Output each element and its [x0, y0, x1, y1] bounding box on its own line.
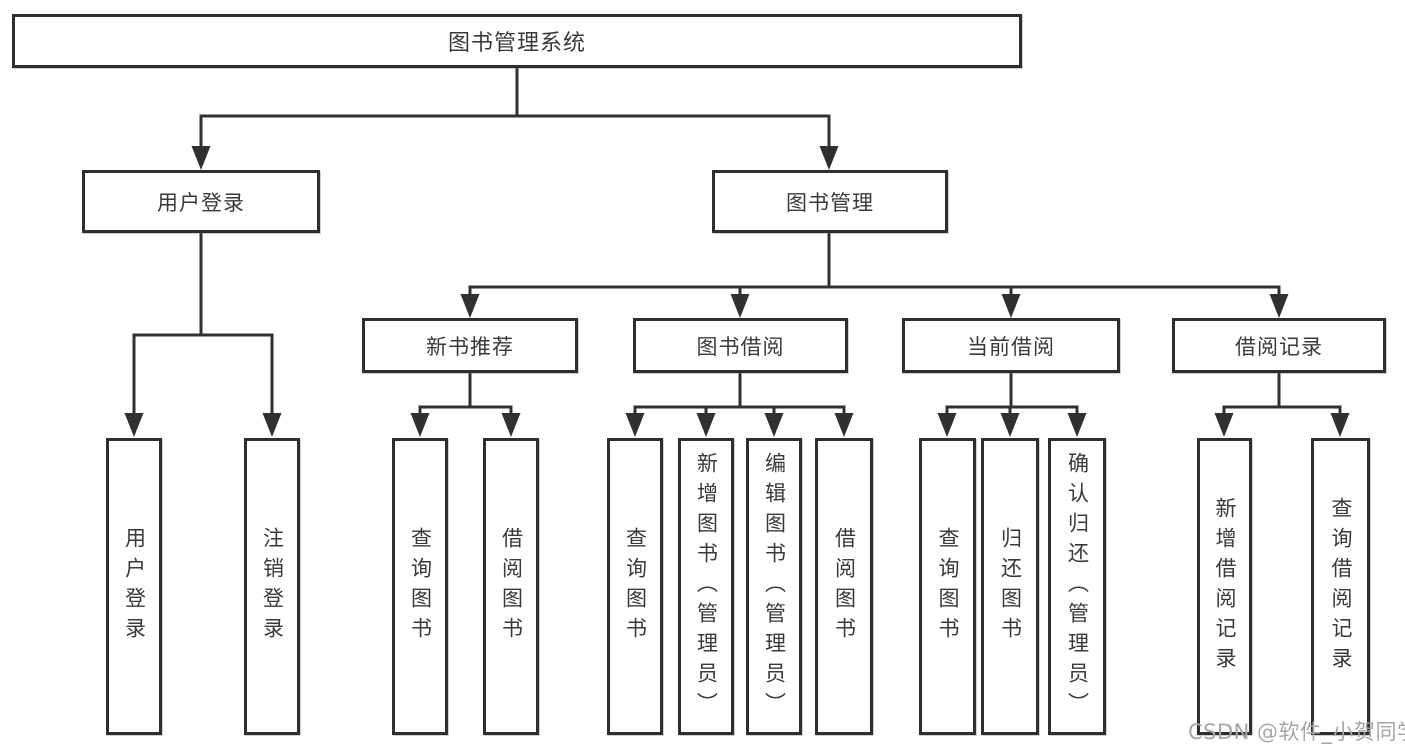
leaf-label: 借阅图书: [499, 526, 524, 647]
leaf-label: 借阅图书: [832, 526, 857, 647]
leaf-label: 新增借阅记录: [1213, 496, 1237, 677]
arrowhead-leaf-logout: [262, 413, 282, 437]
arrowhead-borrow-books-1: [501, 413, 521, 437]
connector-new-book-recommend-group: [418, 373, 513, 414]
node-user-login: 用户登录: [82, 170, 320, 233]
connector-user-login-group: [132, 233, 274, 414]
node-new-book-recommend: 新书推荐: [362, 318, 578, 373]
connector-book-management-to-level3: [468, 233, 1281, 295]
leaf-logout: 注销登录: [244, 438, 300, 735]
csdn-watermark: CSDN @软件_小贺同学: [1188, 720, 1405, 744]
arrowhead-book-borrowing: [730, 294, 750, 318]
leaf-label: 确认归还（管理员）: [1065, 451, 1090, 722]
node-borrowing-records: 借阅记录: [1172, 318, 1386, 373]
leaf-query-books-recommend: 查询图书: [392, 438, 448, 735]
leaf-return-books: 归还图书: [981, 438, 1039, 735]
arrowhead-add-borrow-record: [1214, 413, 1234, 437]
arrowhead-borrowing-records: [1269, 294, 1289, 318]
node-label: 当前借阅: [967, 334, 1055, 359]
leaf-edit-book-admin: 编辑图书（管理员）: [746, 438, 802, 735]
arrowhead-query-borrow-record: [1330, 413, 1350, 437]
leaf-label: 编辑图书（管理员）: [762, 451, 787, 722]
arrowhead-add-book: [696, 413, 716, 437]
leaf-add-borrow-record: 新增借阅记录: [1197, 438, 1252, 735]
arrowhead-current-borrowing: [1001, 294, 1021, 318]
connector-book-borrowing-group: [633, 373, 846, 414]
arrowhead-leaf-user-login: [124, 413, 144, 437]
node-label: 图书管理: [786, 190, 874, 215]
arrowhead-book-management: [819, 146, 839, 170]
arrowhead-edit-book: [764, 413, 784, 437]
node-current-borrowing: 当前借阅: [902, 318, 1120, 373]
arrowhead-query-books-2: [625, 413, 645, 437]
leaf-label: 查询图书: [623, 526, 648, 647]
node-book-borrowing: 图书借阅: [633, 318, 848, 373]
arrowhead-query-books-3: [937, 413, 957, 437]
node-book-management: 图书管理: [712, 170, 948, 233]
arrowhead-return-books: [1000, 413, 1020, 437]
arrowhead-user-login: [191, 146, 211, 170]
arrowhead-confirm-return: [1067, 413, 1087, 437]
leaf-borrow-books-borrowing: 借阅图书: [815, 438, 873, 735]
node-label: 用户登录: [157, 190, 245, 215]
connector-root-to-level2: [199, 68, 831, 147]
leaf-add-book-admin: 新增图书（管理员）: [678, 438, 734, 735]
node-label: 图书管理系统: [447, 31, 586, 56]
connector-current-borrowing-group: [945, 373, 1079, 414]
arrowhead-query-books-1: [410, 413, 430, 437]
leaf-label: 查询图书: [408, 526, 433, 647]
leaf-label: 归还图书: [998, 526, 1023, 647]
leaf-label: 查询借阅记录: [1329, 496, 1353, 677]
leaf-query-borrow-record: 查询借阅记录: [1311, 438, 1370, 735]
leaf-query-books-borrowing: 查询图书: [607, 438, 663, 735]
leaf-label: 新增图书（管理员）: [694, 451, 719, 722]
leaf-user-login: 用户登录: [106, 438, 162, 735]
arrowhead-borrow-books-2: [834, 413, 854, 437]
leaf-query-books-current: 查询图书: [919, 438, 976, 735]
connector-borrowing-records-group: [1222, 373, 1342, 414]
leaf-label: 注销登录: [260, 526, 285, 647]
node-root-library-system: 图书管理系统: [12, 14, 1022, 68]
node-label: 新书推荐: [426, 334, 514, 359]
leaf-confirm-return-admin: 确认归还（管理员）: [1048, 438, 1106, 735]
leaf-borrow-books-recommend: 借阅图书: [483, 438, 539, 735]
node-label: 图书借阅: [696, 334, 785, 359]
arrowhead-new-book-recommend: [460, 294, 480, 318]
leaf-label: 用户登录: [122, 526, 147, 647]
leaf-label: 查询图书: [936, 526, 960, 647]
node-label: 借阅记录: [1235, 334, 1323, 359]
